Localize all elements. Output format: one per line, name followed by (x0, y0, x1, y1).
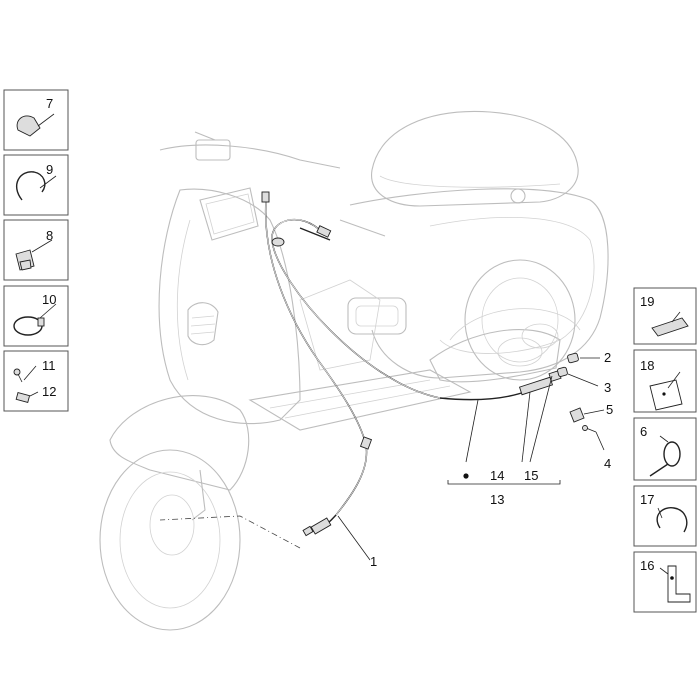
detail-box-18 (633, 349, 697, 413)
callout-17: 17 (640, 492, 654, 507)
detail-box-7 (3, 89, 69, 151)
part-4-screw (582, 425, 597, 433)
detail-box-19 (633, 287, 697, 345)
callout-9: 9 (46, 162, 53, 177)
callout-8: 8 (46, 228, 53, 243)
callout-7: 7 (46, 96, 53, 111)
callout-1: 1 (370, 554, 377, 569)
callout-18: 18 (640, 358, 654, 373)
callout-12: 12 (42, 384, 56, 399)
detail-box-17 (633, 485, 697, 547)
detail-box-8 (3, 219, 69, 281)
callout-15: 15 (524, 468, 538, 483)
callout-13: 13 (490, 492, 504, 507)
detail-box-16 (633, 551, 697, 613)
part-5-clip (569, 407, 585, 423)
part-3-adjuster (557, 366, 568, 377)
part-2-nut (567, 352, 579, 364)
callout-11: 11 (42, 358, 56, 373)
speedometer-cable (261, 191, 373, 537)
detail-box-9 (3, 154, 69, 216)
callout-14: 14 (490, 468, 504, 483)
callout-5: 5 (606, 402, 613, 417)
reference-dashline (159, 515, 301, 549)
callout-labels: 7 9 8 10 11 12 19 18 6 17 16 2 3 5 4 14 … (42, 96, 654, 573)
callout-6: 6 (640, 424, 647, 439)
detail-box-6 (633, 417, 697, 481)
detail-box-10 (3, 285, 69, 347)
detail-box-11-12 (3, 350, 69, 412)
transmission-cable (271, 218, 562, 401)
callout-16: 16 (640, 558, 654, 573)
leader-lines (337, 357, 605, 561)
callout-2: 2 (604, 350, 611, 365)
callout-3: 3 (604, 380, 611, 395)
callout-19: 19 (640, 294, 654, 309)
scooter-outline (99, 110, 609, 631)
callout-4: 4 (604, 456, 611, 471)
callout-10: 10 (42, 292, 56, 307)
